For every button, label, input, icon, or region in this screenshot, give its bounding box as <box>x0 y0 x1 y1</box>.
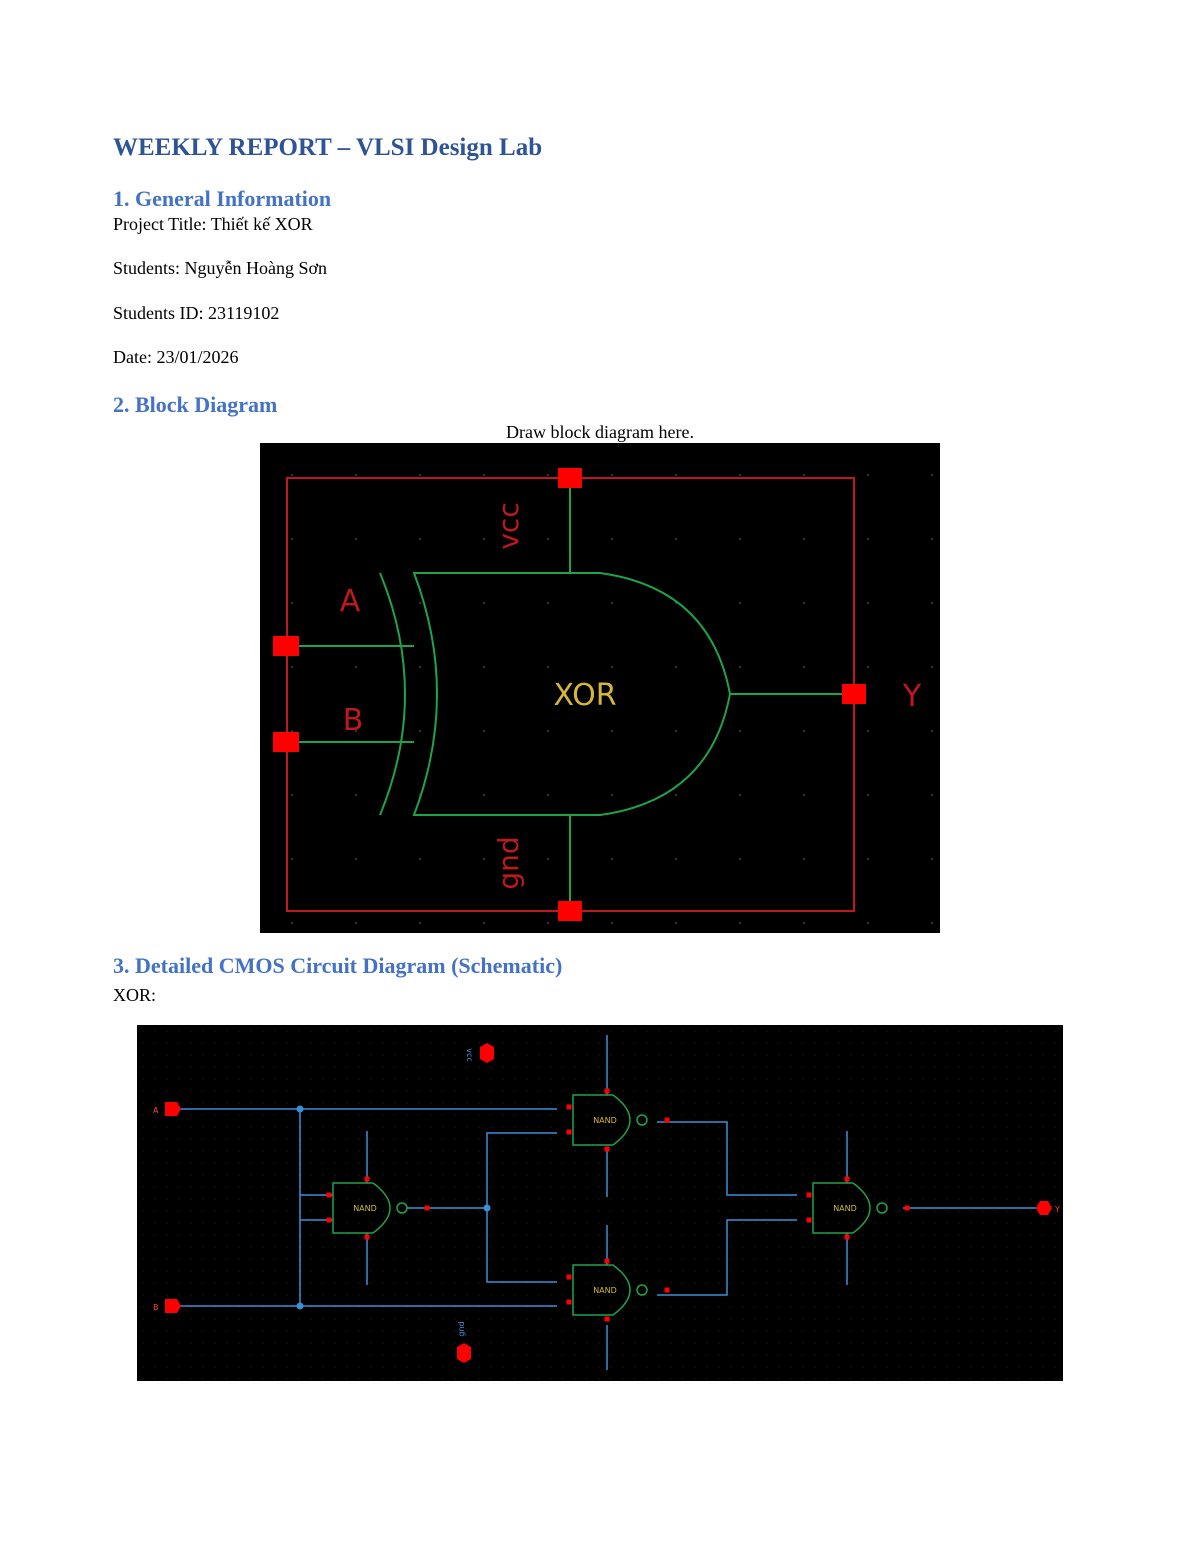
gate-pin <box>566 1129 572 1135</box>
gnd-supply-label: gnd <box>457 1321 466 1336</box>
nand-gate: NAND <box>326 1176 430 1240</box>
gate-pin <box>844 1234 850 1240</box>
date-line: Date: 23/01/2026 <box>113 347 239 367</box>
input-label-a: A <box>153 1106 159 1115</box>
gate-pin <box>326 1217 332 1223</box>
schematic-subtitle: XOR: <box>113 985 157 1005</box>
nand-gate-label: NAND <box>593 1116 617 1125</box>
section-heading-general: 1. General Information <box>113 186 332 211</box>
gate-pin <box>424 1205 430 1211</box>
pin-a <box>273 636 299 656</box>
gate-pin <box>806 1217 812 1223</box>
nand-gate-body <box>332 1182 391 1234</box>
gate-pin <box>566 1299 572 1305</box>
nand-gate-body <box>572 1094 631 1146</box>
junction-dot <box>296 1302 304 1310</box>
vcc-supply-symbol <box>480 1043 494 1063</box>
gnd-supply-symbol <box>457 1343 471 1363</box>
pin-y <box>842 684 866 704</box>
gate-pin <box>604 1316 610 1322</box>
gate-pin <box>664 1117 670 1123</box>
wire-nand3-out <box>657 1219 797 1296</box>
gate-pin <box>604 1146 610 1152</box>
label-y: Y <box>902 679 922 714</box>
label-vcc: vcc <box>492 502 525 549</box>
junction-dot <box>483 1204 491 1212</box>
page-title: WEEKLY REPORT – VLSI Design Lab <box>113 134 543 161</box>
gate-pin <box>844 1176 850 1182</box>
label-a: A <box>340 584 361 619</box>
input-label-b: B <box>153 1303 159 1312</box>
nand-inverter-bubble <box>876 1202 888 1214</box>
gate-label-xor: XOR <box>553 678 616 713</box>
nand-gate: NAND <box>566 1088 670 1152</box>
gate-pin <box>604 1258 610 1264</box>
xor-symbol-diagram: A B Y vcc gnd XOR <box>260 443 940 933</box>
grid-dots <box>142 1030 1056 1380</box>
gate-pin <box>364 1176 370 1182</box>
label-b: B <box>343 703 364 738</box>
nand-inverter-bubble <box>636 1114 648 1126</box>
wire-nand2-out <box>657 1121 797 1196</box>
block-diagram-caption: Draw block diagram here. <box>506 422 694 442</box>
nand-gate: NAND <box>566 1258 670 1322</box>
pin-gnd <box>558 901 582 921</box>
students-line: Students: Nguyễn Hoàng Sơn <box>113 258 328 278</box>
gate-pin <box>604 1088 610 1094</box>
nand-gate-body <box>812 1182 871 1234</box>
gate-pin <box>664 1287 670 1293</box>
gate-pin <box>326 1192 332 1198</box>
section-heading-schematic: 3. Detailed CMOS Circuit Diagram (Schema… <box>113 953 563 978</box>
grid-dots <box>291 474 933 924</box>
input-pin-a <box>165 1102 181 1116</box>
nand-gate-label: NAND <box>833 1204 857 1213</box>
project-title-line: Project Title: Thiết kế XOR <box>113 214 313 234</box>
student-id-line: Students ID: 23119102 <box>113 303 280 323</box>
gate-pin <box>566 1274 572 1280</box>
pin-b <box>273 732 299 752</box>
vcc-supply-label: vcc <box>465 1048 474 1062</box>
junction-dot <box>296 1105 304 1113</box>
gate-pin <box>566 1104 572 1110</box>
gate-pin <box>904 1205 910 1211</box>
output-pin-y <box>1036 1201 1052 1215</box>
xor-input-arc <box>379 572 406 816</box>
pin-vcc <box>558 468 582 488</box>
nand-gate-label: NAND <box>353 1204 377 1213</box>
nand-gate-body <box>572 1264 631 1316</box>
nand-inverter-bubble <box>636 1284 648 1296</box>
nand-gate: NAND <box>806 1176 910 1240</box>
gate-pin <box>364 1234 370 1240</box>
xor-gate-body <box>412 572 732 816</box>
xor-schematic: NAND NAND NAND NAND A B Y vcc gnd <box>137 1025 1063 1381</box>
output-label-y: Y <box>1054 1205 1060 1214</box>
nand-gate-label: NAND <box>593 1286 617 1295</box>
wire-nand1-fanout <box>486 1132 557 1283</box>
input-pin-b <box>165 1299 181 1313</box>
gate-pin <box>806 1192 812 1198</box>
section-heading-block-diagram: 2. Block Diagram <box>113 392 278 417</box>
nand-inverter-bubble <box>396 1202 408 1214</box>
label-gnd: gnd <box>492 836 525 889</box>
